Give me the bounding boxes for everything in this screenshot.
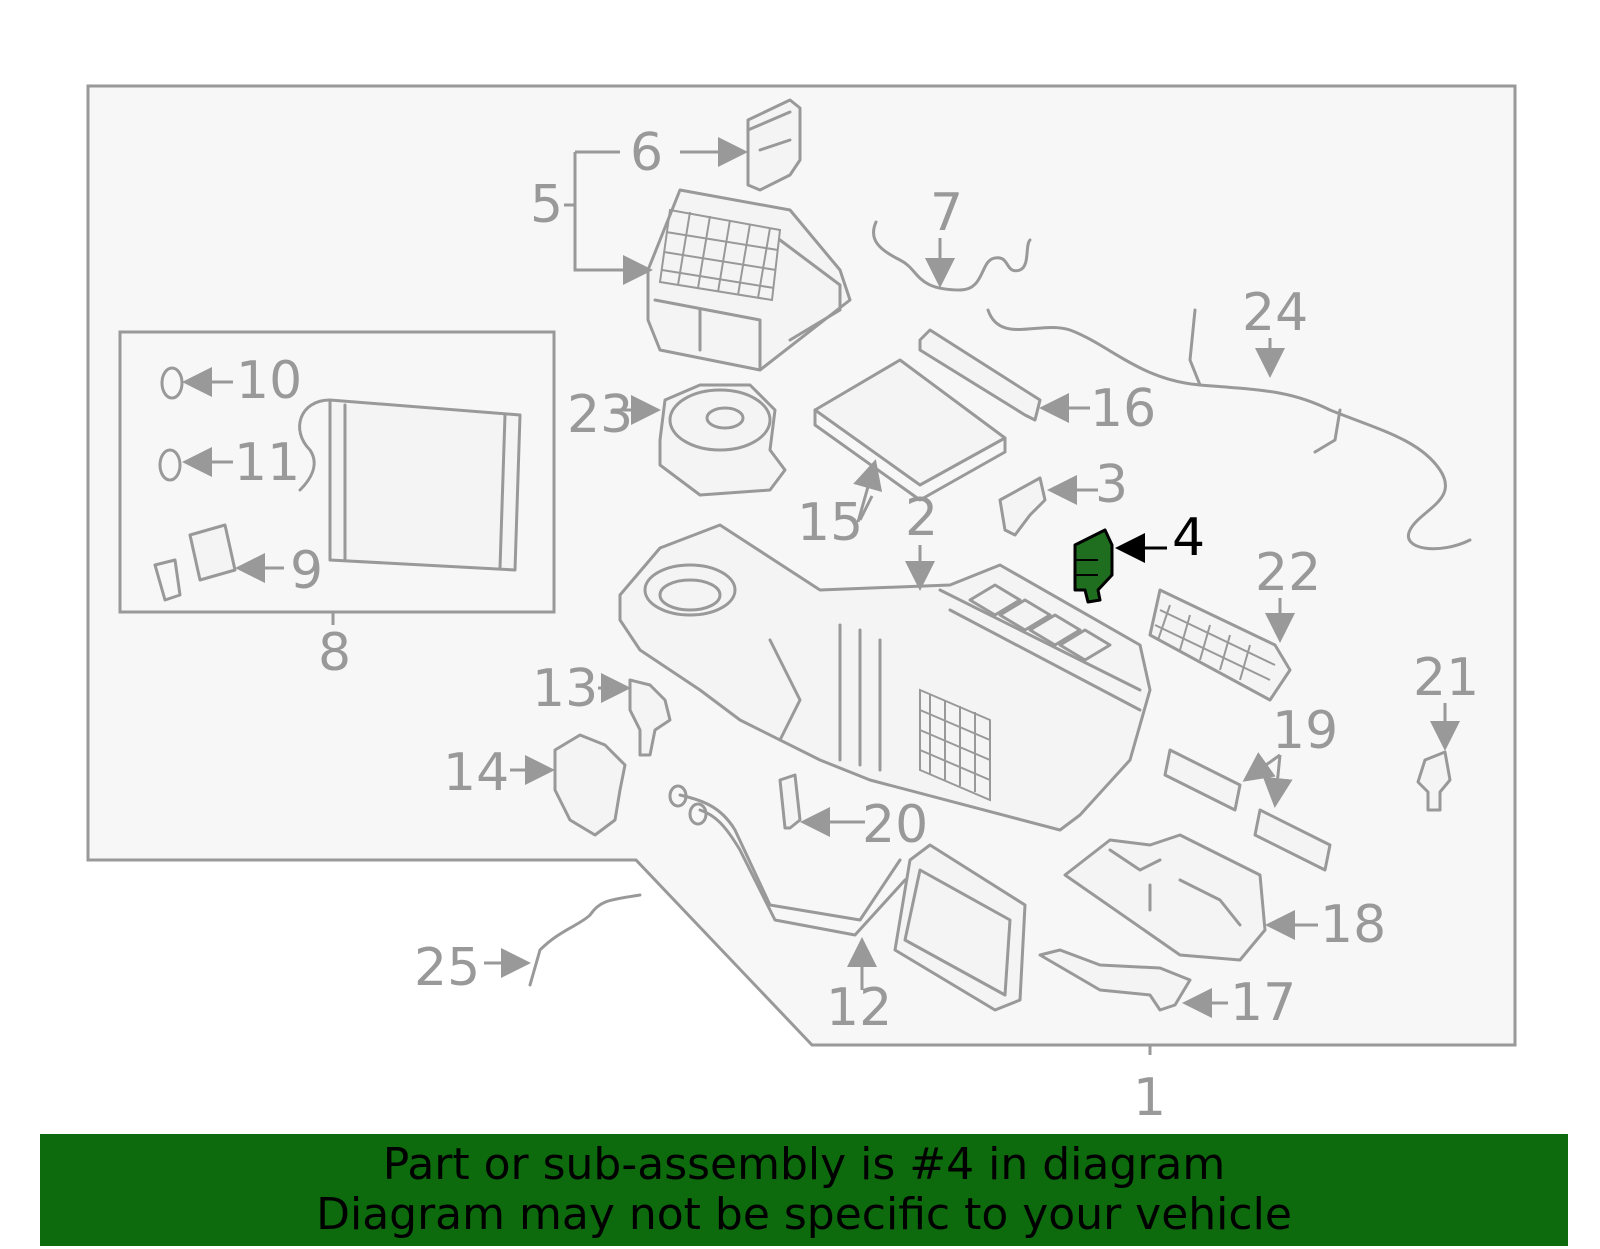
leader-lines <box>182 137 1460 1055</box>
part-13-bracket <box>628 678 672 757</box>
callout-13: 13 <box>532 659 598 719</box>
part-19-vent-a <box>1163 748 1242 812</box>
part-7-wire <box>872 220 1032 292</box>
part-11-o-ring <box>158 448 182 482</box>
part-15-cabin-filter <box>813 358 1007 502</box>
callout-16: 16 <box>1090 379 1156 439</box>
callout-21: 21 <box>1413 648 1479 708</box>
part-20-clip <box>778 773 802 830</box>
callout-1: 1 <box>1133 1068 1166 1128</box>
callout-19: 19 <box>1272 701 1338 761</box>
part-14-duct <box>553 733 627 837</box>
part-4-actuator <box>1073 528 1114 604</box>
callout-22: 22 <box>1255 543 1321 603</box>
callout-5: 5 <box>530 175 563 235</box>
callout-8: 8 <box>318 623 351 683</box>
callout-2: 2 <box>905 488 938 548</box>
part-3-clip <box>998 476 1047 537</box>
callout-10: 10 <box>236 351 302 411</box>
part-25-hose <box>528 893 642 987</box>
callout-9: 9 <box>290 541 323 601</box>
part-6-cover <box>746 98 802 192</box>
part-18-lower-case <box>1063 833 1267 962</box>
callout-11: 11 <box>234 433 300 493</box>
assembly-frame <box>86 84 1517 1047</box>
part-21-sensor <box>1416 750 1452 812</box>
callout-7: 7 <box>930 183 963 243</box>
part-16-filter-door <box>918 328 1042 422</box>
part-5-blower-housing <box>646 188 852 372</box>
callout-labels: 1 2 3 4 5 6 7 8 9 10 11 12 13 14 15 16 1… <box>234 123 1479 1128</box>
callout-25: 25 <box>414 938 480 998</box>
notice-banner: Part or sub-assembly is #4 in diagram Di… <box>40 1134 1568 1246</box>
part-19-vent-b <box>1253 808 1332 872</box>
callout-18: 18 <box>1320 895 1386 955</box>
part-24-harness <box>986 308 1472 551</box>
part-23-blower-motor <box>658 383 787 497</box>
callout-12: 12 <box>826 978 892 1038</box>
callout-24: 24 <box>1242 283 1308 343</box>
evaporator-core <box>298 398 522 572</box>
part-12-heater-core <box>668 784 1027 1012</box>
callout-15: 15 <box>797 493 863 553</box>
callout-4: 4 <box>1172 508 1205 568</box>
banner-part-line: Part or sub-assembly is #4 in diagram <box>382 1139 1226 1190</box>
part-2-hvac-case <box>618 523 1152 832</box>
part-22-grille <box>1148 588 1292 702</box>
callout-14: 14 <box>443 743 509 803</box>
callout-3: 3 <box>1095 455 1128 515</box>
banner-disclaimer-line: Diagram may not be specific to your vehi… <box>316 1189 1292 1240</box>
callout-23: 23 <box>567 385 633 445</box>
callout-17: 17 <box>1230 973 1296 1033</box>
callout-6: 6 <box>630 123 663 183</box>
callout-20: 20 <box>862 795 928 855</box>
